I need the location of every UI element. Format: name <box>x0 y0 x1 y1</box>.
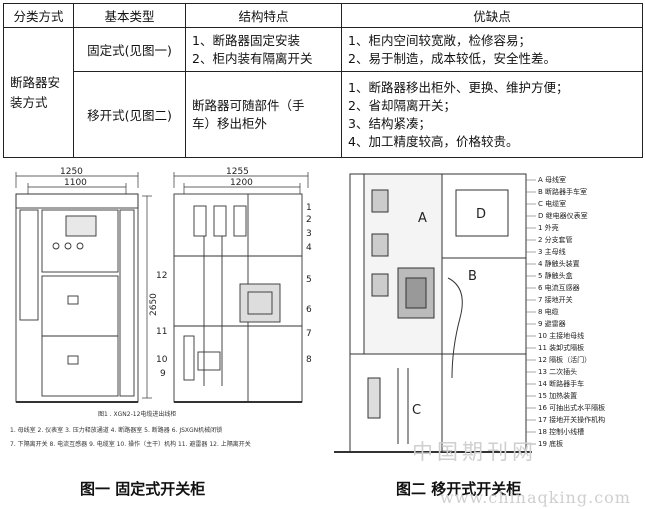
figure2-legend-item: 17 接地开关操作机构 <box>538 415 605 424</box>
structure-line: 车）移出柜外 <box>192 115 268 131</box>
figure2-legend-item: 9 避雷器 <box>538 319 566 328</box>
dim-top-inner: 1100 <box>64 178 87 188</box>
figure2-legend-item: 11 装卸式隔板 <box>538 343 584 352</box>
pros-cons-line: 1、断路器移出柜外、更换、维护方便； <box>348 79 569 95</box>
figure2-legend-item: 19 底板 <box>538 439 563 448</box>
pros-cons-line: 2、易于制造，成本较低，安全性差。 <box>348 50 556 66</box>
figure2-legend-item: 15 加热装置 <box>538 391 577 400</box>
figure2-drawing: A B C D A 母线室 B 断路器手车室 C 电缆室 D 继电器仪表室 1 外壳 2 … <box>334 173 605 453</box>
figure2-legend-item: 10 主接地母线 <box>538 331 584 340</box>
figure1-legend-line: 7. 下隔离开关 8. 电流互感器 9. 电缆室 10. 操作（主干）机构 11… <box>10 440 251 448</box>
callout-10: 10 <box>156 355 168 365</box>
figure2-legend-item: 1 外壳 <box>538 223 559 232</box>
callout-5: 5 <box>306 275 312 285</box>
dim-height: 2650 <box>149 293 159 316</box>
figure2-legend-item: 7 接地开关 <box>538 295 573 304</box>
compartment-label: C <box>412 403 421 418</box>
callout-2: 2 <box>306 215 312 225</box>
callout-7: 7 <box>306 329 312 339</box>
pros-cons-cell: 1、柜内空间较宽敞，检修容易； 2、易于制造，成本较低，安全性差。 <box>341 27 643 72</box>
compartment-labels: A B C D <box>412 207 486 418</box>
figure2-legend-item: 13 二次插头 <box>538 367 577 376</box>
figure2-legend-item: 5 静触头盒 <box>538 271 573 280</box>
figure2-legend-item: 16 可抽出式水平隔板 <box>538 403 605 412</box>
callout-12: 12 <box>156 271 167 281</box>
watermark-cn: 中国期刊网 <box>412 440 537 464</box>
figure1-callouts: 1 2 3 4 5 6 7 8 9 10 11 12 <box>156 203 312 379</box>
header-cell: 分类方式 <box>3 3 74 28</box>
figure1-small-caption: 图1 . XGN2-12电缆进出线柜 <box>98 410 176 418</box>
callout-6: 6 <box>306 305 312 315</box>
compartment-label: D <box>476 207 486 222</box>
compartment-label: B <box>468 269 477 284</box>
figure2-legend-item: 18 控制小线槽 <box>538 427 584 436</box>
withdrawable-cabinet <box>334 173 532 453</box>
compartment-label: A <box>418 211 427 226</box>
figure1-legend-line: 1. 母线室 2. 仪表室 3. 压力释放通道 4. 断路器室 5. 断路器 6… <box>10 426 222 434</box>
callout-1: 1 <box>306 203 312 213</box>
callout-8: 8 <box>306 355 312 365</box>
comparison-table: 分类方式 基本类型 结构特点 优缺点 断路器安装方式 固定式(见图一) 1、断路… <box>3 3 643 158</box>
header-cell: 优缺点 <box>341 3 643 28</box>
callout-11: 11 <box>156 327 167 337</box>
table-header-row: 分类方式 基本类型 结构特点 优缺点 <box>3 3 643 28</box>
structure-line: 1、断路器固定安装 <box>192 32 300 48</box>
pros-cons-line: 2、省却隔离开关； <box>348 97 456 113</box>
watermark-en: www.chinaqking.com <box>440 488 631 507</box>
figure2-legend: A 母线室 B 断路器手车室 C 电缆室 D 继电器仪表室 1 外壳 2 分支套管 3 主母… <box>526 175 605 448</box>
figure2-legend-item: 2 分支套管 <box>538 235 573 244</box>
figure2-legend-item: A 母线室 <box>538 175 566 184</box>
dim-top-outer: 1250 <box>60 167 83 177</box>
pros-cons-line: 3、结构紧凑； <box>348 115 431 131</box>
table-row: 移开式(见图二) 断路器可随部件（手 车）移出柜外 1、断路器移出柜外、更换、维… <box>4 71 643 158</box>
dim-top-inner-right: 1200 <box>230 178 253 188</box>
figure2-legend-item: 6 电流互感器 <box>538 283 580 292</box>
pros-cons-cell: 1、断路器移出柜外、更换、维护方便； 2、省却隔离开关； 3、结构紧凑； 4、加… <box>341 71 643 158</box>
structure-line: 2、柜内装有隔离开关 <box>192 50 313 66</box>
callout-4: 4 <box>306 243 312 253</box>
figure2-legend-item: 8 电缆 <box>538 307 559 316</box>
table-row: 断路器安装方式 固定式(见图一) 1、断路器固定安装 2、柜内装有隔离开关 1、… <box>3 27 643 158</box>
pros-cons-line: 4、加工精度较高，价格较贵。 <box>348 133 519 149</box>
figure2-legend-item: 12 隔板（活门） <box>538 355 591 364</box>
figure2-caption: 图二 移开式开关柜 <box>396 480 522 498</box>
header-cell: 基本类型 <box>73 3 186 28</box>
header-cell: 结构特点 <box>185 3 342 28</box>
structure-cell: 断路器可随部件（手 车）移出柜外 <box>185 71 342 158</box>
category-cell: 断路器安装方式 <box>3 27 74 158</box>
callout-3: 3 <box>306 229 312 239</box>
figure2-legend-item: C 电缆室 <box>538 199 566 208</box>
type-cell: 移开式(见图二) <box>73 71 186 158</box>
pros-cons-line: 1、柜内空间较宽敞，检修容易； <box>348 32 531 48</box>
figure2-legend-item: 14 断路器手车 <box>538 379 584 388</box>
figure2-legend-item: B 断路器手车室 <box>538 187 587 196</box>
figure2-legend-item: 3 主母线 <box>538 247 566 256</box>
figure2-legend-item: D 继电器仪表室 <box>538 211 588 220</box>
front-view-cabinet <box>15 193 139 403</box>
side-view-cabinet <box>173 193 303 403</box>
dim-top-outer-right: 1255 <box>226 167 249 177</box>
figure1-caption: 图一 固定式开关柜 <box>80 480 206 498</box>
structure-cell: 1、断路器固定安装 2、柜内装有隔离开关 <box>185 27 342 72</box>
callout-9: 9 <box>160 369 166 379</box>
figure1-drawing: 1250 1100 1255 1200 2650 1 2 3 4 <box>10 167 312 448</box>
type-cell: 固定式(见图一) <box>73 27 186 72</box>
figure2-legend-item: 4 静触头装置 <box>538 259 580 268</box>
structure-line: 断路器可随部件（手 <box>192 97 305 113</box>
